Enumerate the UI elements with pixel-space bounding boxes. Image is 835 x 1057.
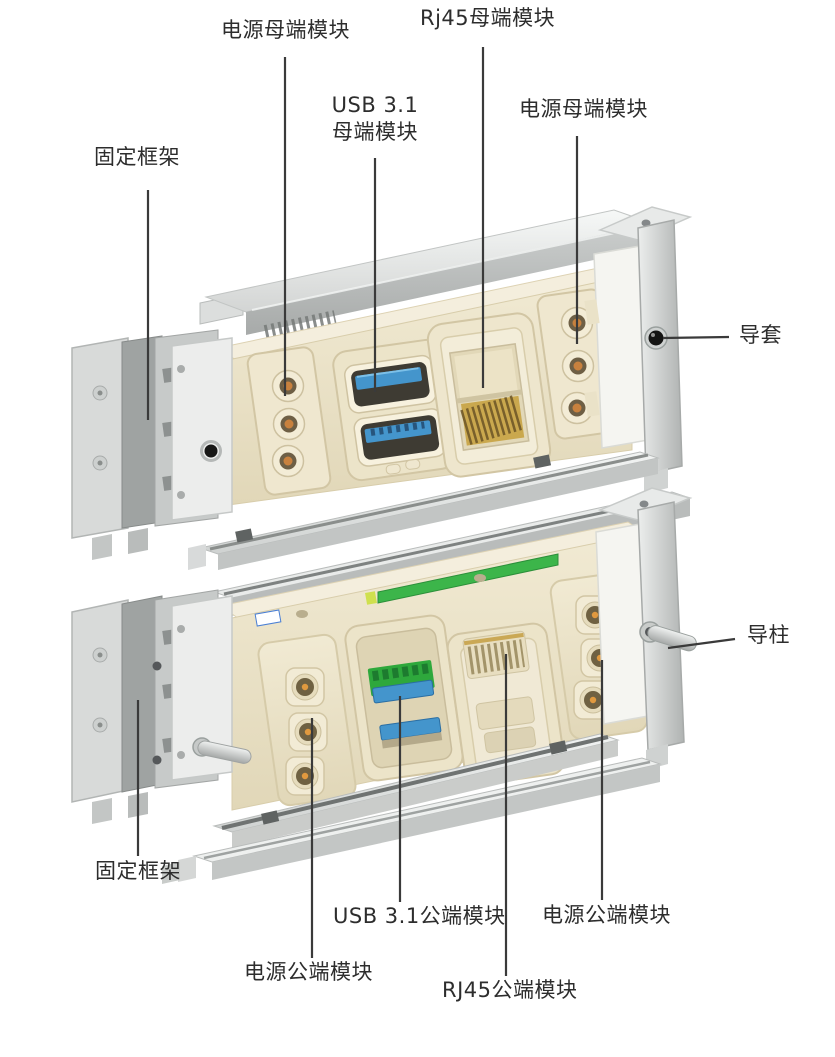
female-power-module-left [246, 346, 332, 496]
label-rj45-male: RJ45公端模块 [442, 978, 578, 1002]
male-end-bracket [595, 487, 697, 770]
label-guide-post: 导柱 [747, 623, 790, 647]
guide-post [639, 621, 697, 652]
female-assembly [71, 206, 693, 560]
power-contact-male [285, 667, 325, 707]
female-contact-comb [263, 310, 339, 347]
label-sticker [254, 609, 282, 627]
female-fixing-frame [71, 329, 233, 560]
power-contact-female [561, 349, 595, 383]
power-contact-female [271, 444, 305, 478]
leader-guide-sleeve [662, 335, 730, 340]
mounting-rail [212, 733, 620, 848]
power-contact-male [285, 756, 325, 796]
leader-guide-post [667, 637, 736, 650]
label-guide-sleeve: 导套 [739, 323, 782, 347]
label-rj45-female: Rj45母端模块 [420, 6, 556, 30]
bottom-mounting-rails [162, 733, 662, 884]
frame-guide-pin [192, 737, 252, 764]
label-fixed-frame-top: 固定框架 [94, 145, 180, 169]
power-contact-female [271, 369, 305, 403]
label-power-female-left: 电源母端模块 [221, 18, 350, 42]
power-contact-male [573, 680, 613, 720]
label-power-male-right: 电源公端模块 [542, 903, 671, 927]
power-contact-female [560, 391, 594, 425]
label-usb-male: USB 3.1公端模块 [333, 904, 506, 928]
male-pcb-strip [377, 553, 559, 604]
mounting-rail [188, 451, 660, 570]
label-power-female-right: 电源母端模块 [519, 97, 648, 121]
label-usb-female: USB 3.1 母端模块 [331, 93, 419, 144]
leader-lines [136, 47, 736, 976]
guide-sleeve [644, 326, 668, 350]
female-usb-module [332, 338, 456, 482]
power-contact-female [272, 407, 306, 441]
label-power-male-left: 电源公端模块 [244, 960, 373, 984]
mounting-rail [162, 757, 662, 884]
male-fixing-frame [71, 589, 252, 824]
power-contact-male [288, 712, 328, 752]
label-fixed-frame-bottom: 固定框架 [95, 859, 181, 883]
male-usb-module [344, 614, 464, 782]
female-rj45-module [426, 312, 552, 478]
male-assembly [71, 487, 697, 824]
female-top-cover-rail [199, 209, 656, 335]
